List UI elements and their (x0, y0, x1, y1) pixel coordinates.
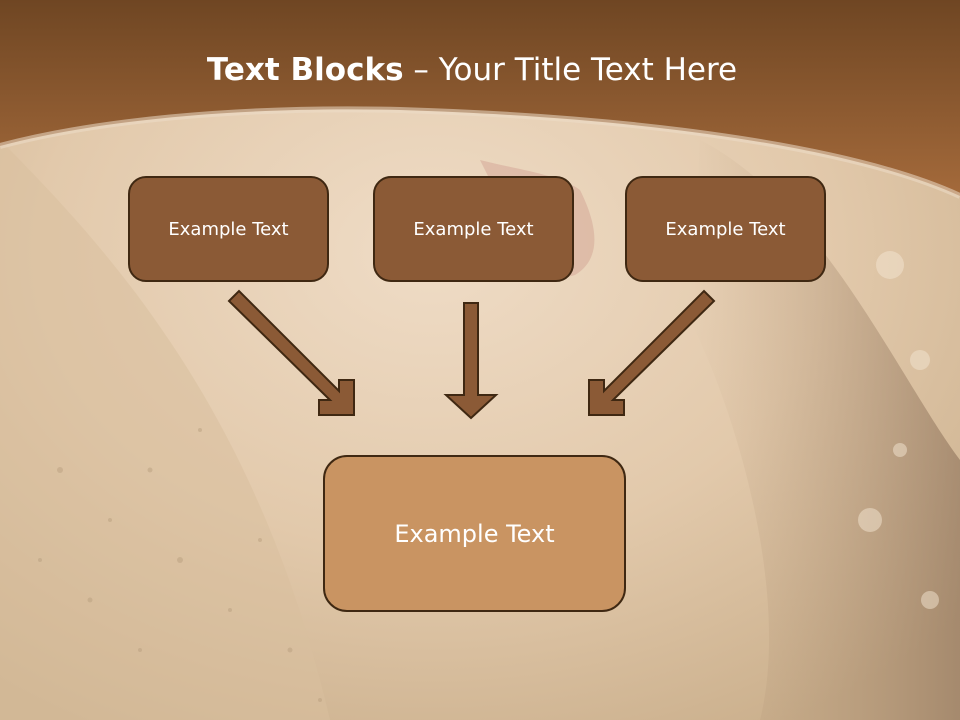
title-rest: – Your Title Text Here (403, 52, 738, 88)
text-block-center: Example Text (373, 176, 574, 282)
arrow-right (588, 289, 716, 416)
title-bold: Text Blocks (206, 52, 404, 88)
slide-title: Text Blocks – Your Title Text Here (0, 52, 944, 88)
text-block-left: Example Text (128, 176, 329, 282)
text-block-right: Example Text (625, 176, 826, 282)
arrow-left (227, 289, 355, 416)
arrow-center (443, 302, 499, 420)
text-block-bottom: Example Text (323, 455, 626, 612)
